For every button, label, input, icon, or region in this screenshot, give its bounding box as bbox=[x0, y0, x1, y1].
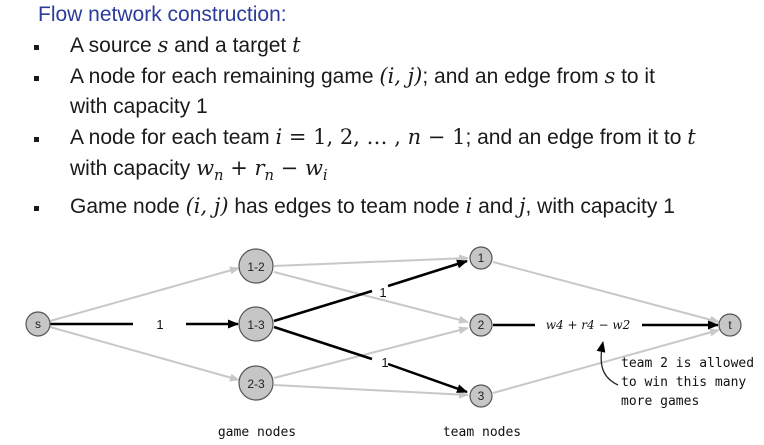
bullet-text: A node for each remaining game bbox=[70, 65, 380, 88]
math-w: w bbox=[304, 156, 323, 180]
math-sub: n bbox=[214, 167, 224, 185]
bullet-text: ; and an edge from it to bbox=[465, 126, 688, 149]
math-op: + bbox=[223, 156, 255, 180]
edge-s-to-1-2 bbox=[49, 266, 240, 322]
bullet-text: with capacity 1 bbox=[70, 95, 208, 118]
bullet-text: ; and an edge from bbox=[422, 65, 605, 88]
edge-1-3-to-1-b bbox=[387, 259, 468, 288]
label-team-nodes: team nodes bbox=[443, 425, 521, 440]
bullet-source-target: A source s and a target t bbox=[32, 30, 757, 61]
math-s: s bbox=[157, 33, 169, 57]
edge-1-2-to-1 bbox=[273, 254, 469, 267]
bullet-text: has edges to team node bbox=[228, 195, 466, 219]
math-t: t bbox=[687, 125, 696, 149]
math-op: − bbox=[273, 156, 305, 180]
math-minus1: − 1 bbox=[421, 125, 466, 149]
bullet-game-nodes: A node for each remaining game (i, j); a… bbox=[32, 61, 757, 122]
annotation-line-3: more games bbox=[621, 394, 699, 409]
node-target: t bbox=[718, 313, 742, 337]
edge-label-team-t: w4 + r4 − w2 bbox=[546, 318, 631, 332]
math-ij: (i, j) bbox=[379, 64, 423, 88]
edge-label-s-game: 1 bbox=[156, 317, 163, 332]
slide-title: Flow network construction: bbox=[38, 3, 287, 26]
node-source: s bbox=[25, 311, 51, 337]
node-game-1-2: 1-2 bbox=[238, 248, 274, 284]
math-n: n bbox=[407, 125, 422, 149]
edge-3-to-t bbox=[492, 328, 720, 394]
edge-label-game-team-a: 1 bbox=[379, 285, 386, 300]
bullet-text: with capacity bbox=[70, 157, 197, 180]
node-game-2-3: 2-3 bbox=[238, 365, 274, 401]
edge-s-to-2-3 bbox=[49, 326, 240, 382]
edge-1-3-to-1-a bbox=[273, 289, 373, 323]
bullet-text: , with capacity 1 bbox=[525, 195, 675, 219]
edge-2-3-to-2 bbox=[273, 326, 469, 379]
bullet-text: to it bbox=[615, 65, 655, 88]
math-s: s bbox=[604, 64, 616, 88]
math-ij: (i, j) bbox=[185, 194, 229, 219]
math-eq: = 1, 2, … , bbox=[282, 125, 408, 149]
node-team-3: 3 bbox=[469, 384, 493, 408]
edge-1-3-to-3-b bbox=[387, 362, 468, 394]
node-team-2: 2 bbox=[469, 313, 493, 337]
math-t: t bbox=[292, 33, 301, 57]
math-j: j bbox=[518, 194, 526, 219]
node-target-label: t bbox=[728, 318, 732, 332]
node-team-1: 1 bbox=[469, 246, 493, 270]
bullet-text: and bbox=[472, 195, 519, 219]
math-r: r bbox=[254, 156, 265, 180]
label-game-nodes: game nodes bbox=[218, 425, 296, 440]
edge-label-game-team-b: 1 bbox=[381, 355, 388, 370]
node-game-1-3: 1-3 bbox=[238, 306, 274, 342]
math-sub: n bbox=[264, 167, 274, 185]
edge-1-to-t bbox=[492, 261, 720, 324]
node-source-label: s bbox=[35, 317, 41, 331]
node-game-label: 1-3 bbox=[247, 318, 265, 332]
bullet-list: A source s and a target t A node for eac… bbox=[32, 30, 757, 222]
bullet-text: Game node bbox=[70, 195, 186, 219]
node-team-label: 3 bbox=[478, 389, 485, 403]
annotation-line-2: to win this many bbox=[621, 375, 746, 390]
math-sub: i bbox=[322, 167, 328, 185]
bullet-text: and a target bbox=[168, 34, 293, 57]
annotation-pointer bbox=[596, 341, 619, 386]
bullet-text: A source bbox=[70, 34, 158, 57]
node-game-label: 1-2 bbox=[247, 260, 265, 274]
math-i: i bbox=[465, 194, 473, 219]
bullet-team-nodes: A node for each team i = 1, 2, … , n − 1… bbox=[32, 122, 757, 191]
annotation-line-1: team 2 is allowed bbox=[621, 356, 754, 371]
math-w: w bbox=[196, 156, 215, 180]
node-team-label: 2 bbox=[478, 318, 485, 332]
math-i: i bbox=[275, 125, 283, 149]
bullet-text: A node for each team bbox=[70, 126, 276, 149]
node-team-label: 1 bbox=[478, 251, 485, 265]
edge-2-3-to-3 bbox=[273, 384, 469, 399]
bullet-game-edges: Game node (i, j) has edges to team node … bbox=[32, 191, 757, 222]
edge-1-3-to-3-a bbox=[273, 325, 373, 361]
node-game-label: 2-3 bbox=[247, 377, 265, 391]
edge-1-2-to-2 bbox=[273, 271, 469, 324]
